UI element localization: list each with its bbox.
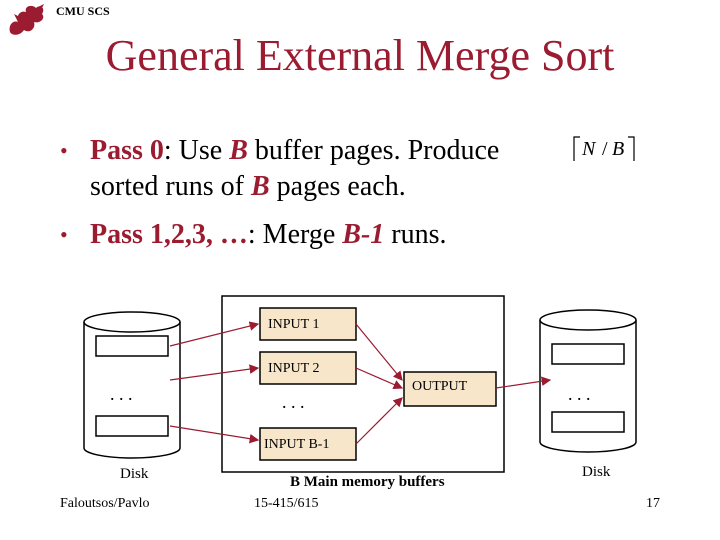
input1-buffer — [259, 307, 357, 341]
page-number: 17 — [646, 496, 660, 511]
arrow-to-input1 — [169, 321, 260, 347]
memory-border — [221, 295, 505, 473]
left-disk — [83, 311, 181, 459]
input1-label: INPUT 1 — [268, 317, 319, 332]
bullet-lead: Pass 0 — [90, 135, 164, 166]
cmu-dragon-logo — [9, 4, 44, 35]
formula-slash: / — [602, 138, 608, 160]
arrow-input1-output — [355, 323, 403, 381]
arrow-output-disk — [495, 376, 552, 389]
right-disk — [539, 309, 637, 453]
memory-caption: B Main memory buffers — [290, 474, 445, 490]
merge-sort-diagram: INPUT 1 INPUT 2 INPUT B-1 OUTPUT . . . .… — [83, 295, 637, 490]
input2-buffer — [259, 351, 357, 385]
bullet-lead: Pass 1,2,3, … — [90, 219, 248, 250]
formula-b: B — [612, 138, 624, 160]
formula-n: N — [581, 138, 597, 160]
bullet-pass0: Pass 0: Use B buffer pages. Produce — [90, 135, 500, 166]
memory-ellipsis: . . . — [282, 392, 305, 412]
inputb1-buffer — [259, 427, 357, 461]
left-disk-ellipsis: . . . — [110, 384, 133, 404]
bullet-pass0-cont: sorted runs of B pages each. — [90, 171, 406, 202]
right-disk-label: Disk — [582, 464, 611, 480]
arrow-inputb1-output — [355, 397, 403, 445]
disk-page — [551, 343, 625, 365]
slide-title: General External Merge Sort — [105, 31, 615, 80]
arrow-input2-output — [355, 367, 404, 390]
bullet-marker: • — [60, 222, 68, 247]
arrow-to-inputb1 — [169, 425, 260, 444]
bullet-marker: • — [60, 138, 68, 163]
ceil-formula: N / B — [573, 136, 635, 161]
arrow-to-input2 — [169, 364, 260, 381]
footer-author: Faloutsos/Pavlo — [60, 496, 150, 511]
disk-page — [95, 335, 169, 357]
output-label: OUTPUT — [412, 379, 468, 394]
org-label: CMU SCS — [56, 4, 110, 18]
disk-page — [95, 415, 169, 437]
right-disk-ellipsis: . . . — [568, 384, 591, 404]
output-buffer — [403, 371, 497, 407]
inputb1-label: INPUT B-1 — [264, 437, 329, 452]
input2-label: INPUT 2 — [268, 361, 319, 376]
disk-page — [551, 411, 625, 433]
footer-course: 15-415/615 — [254, 496, 319, 511]
bullet-pass123: Pass 1,2,3, …: Merge B-1 runs. — [90, 219, 447, 250]
left-disk-label: Disk — [120, 466, 149, 482]
